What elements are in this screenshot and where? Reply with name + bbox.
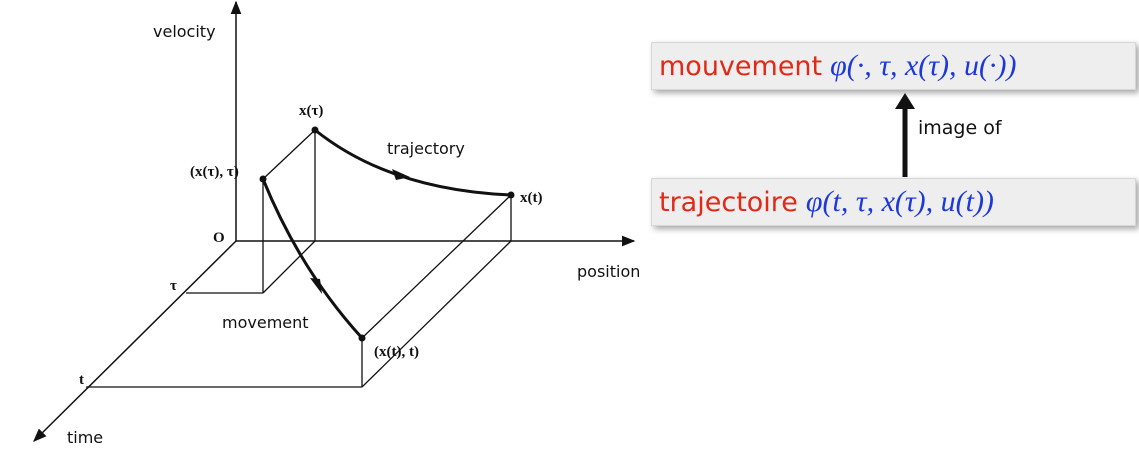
movement-label: movement bbox=[222, 313, 309, 332]
trajectoire-keyword: trajectoire bbox=[659, 186, 798, 218]
movement-arrow bbox=[310, 278, 322, 294]
x-t-label: x(t) bbox=[520, 190, 543, 206]
image-of-arrow bbox=[895, 93, 915, 177]
mouvement-keyword: mouvement bbox=[659, 50, 823, 82]
time-axis bbox=[33, 240, 237, 442]
position-axis-label: position bbox=[577, 262, 640, 281]
x-tau-label: x(τ) bbox=[299, 103, 323, 119]
image-of-label: image of bbox=[918, 117, 1002, 139]
trajectoire-formula: φ(t, τ, x(τ), u(t)) bbox=[805, 185, 994, 218]
point-x-tau bbox=[311, 126, 319, 134]
point-x-tau-tau bbox=[259, 175, 267, 183]
velocity-axis-label: velocity bbox=[153, 22, 216, 41]
trajectory-arrow bbox=[392, 169, 410, 180]
movement-curve bbox=[261, 178, 364, 340]
point-x-t bbox=[507, 191, 515, 199]
tau-construction-lines bbox=[186, 129, 316, 294]
t-tick-label: t bbox=[79, 372, 84, 388]
trajectory-label: trajectory bbox=[387, 139, 465, 158]
mouvement-formula-box: mouvement φ(·, τ, x(τ), u(·)) bbox=[651, 42, 1136, 90]
mouvement-formula: φ(·, τ, x(τ), u(·)) bbox=[830, 49, 1017, 82]
phase-diagram: velocity position time O τ t x(τ) (x(τ),… bbox=[33, 0, 640, 447]
x-t-t-label: (x(t), t) bbox=[374, 344, 419, 360]
point-x-t-t bbox=[358, 334, 366, 342]
time-axis-label: time bbox=[67, 428, 103, 447]
x-tau-tau-label: (x(τ), τ) bbox=[190, 164, 239, 180]
trajectoire-formula-box: trajectoire φ(t, τ, x(τ), u(t)) bbox=[651, 178, 1136, 226]
tau-tick-label: τ bbox=[170, 278, 177, 294]
t-construction-lines bbox=[86, 194, 512, 388]
origin-label: O bbox=[213, 230, 225, 246]
